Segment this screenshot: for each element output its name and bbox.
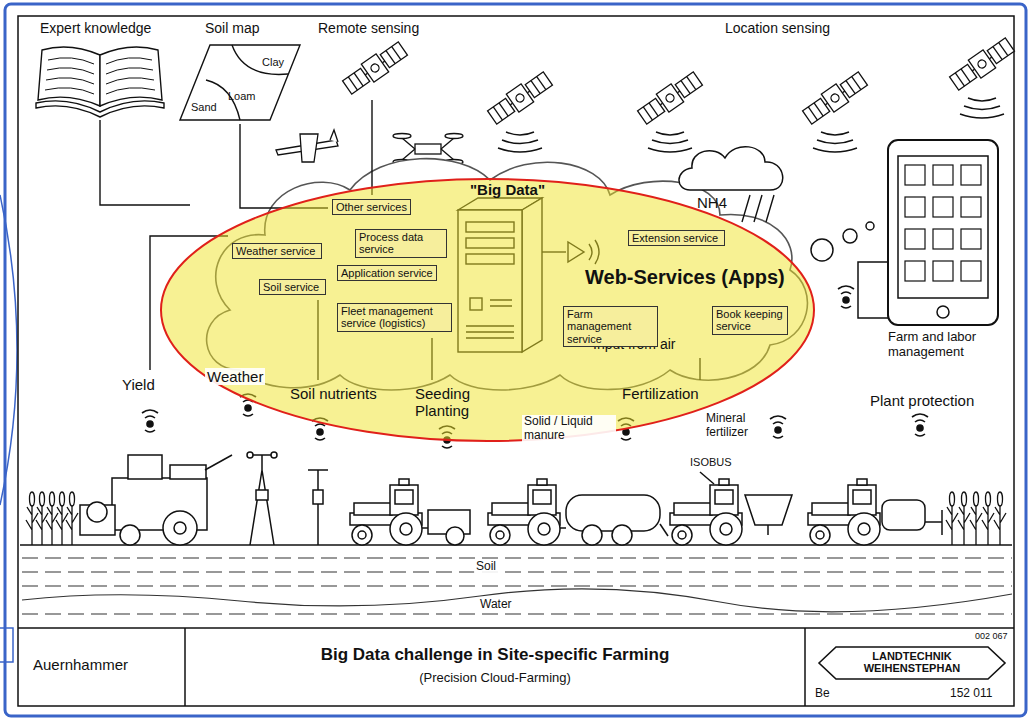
- service-label: Extension service: [632, 232, 721, 244]
- service-label: Book keeping service: [716, 308, 784, 333]
- source-label: Remote sensing: [318, 20, 419, 36]
- service-label: Other services: [336, 201, 407, 213]
- figure-title: Big Data challenge in Site-specific Farm…: [187, 645, 803, 665]
- map-region: Loam: [228, 90, 256, 103]
- logo-badge: LANDTECHNIK WEIHENSTEPHAN: [818, 646, 1006, 680]
- layer-label: Soil: [474, 560, 498, 574]
- service-label: Farm management service: [567, 308, 654, 345]
- cloud-title: "Big Data": [470, 181, 545, 198]
- map-region: Sand: [191, 101, 217, 114]
- source-label: Soil map: [205, 20, 259, 36]
- cloud-ellipse: "Big Data"Web-Services (Apps)Input from …: [160, 178, 815, 442]
- service-label: Weather service: [236, 245, 318, 257]
- service-box: Fleet management service (logistics): [337, 303, 452, 332]
- author-name: Auernhammer: [33, 656, 128, 673]
- figure-number: 152 011: [950, 687, 993, 701]
- data-label: Yield: [122, 376, 155, 393]
- data-label: Seeding Planting: [415, 385, 487, 420]
- service-box: Application service: [337, 265, 437, 281]
- service-label: Fleet management service (logistics): [341, 305, 448, 330]
- device-label: Farm and labor management: [888, 330, 1008, 360]
- data-label: Plant protection: [870, 392, 974, 409]
- service-label: Process data service: [359, 231, 443, 256]
- service-box: Book keeping service: [712, 306, 788, 335]
- service-label: Soil service: [263, 281, 322, 293]
- data-label: Fertilization: [622, 385, 699, 402]
- service-box: Process data service: [355, 229, 447, 258]
- service-label: Application service: [341, 267, 433, 279]
- implement-label: Solid / Liquid manure: [522, 415, 616, 443]
- data-label: Weather: [205, 368, 265, 385]
- map-region: Clay: [262, 56, 284, 69]
- service-box: Soil service: [259, 279, 326, 295]
- layer-label: Water: [478, 598, 514, 612]
- chem-label: NH4: [697, 194, 727, 211]
- cloud-heading: Web-Services (Apps): [585, 266, 785, 289]
- author-code: Be: [815, 687, 830, 701]
- source-label: Expert knowledge: [40, 20, 151, 36]
- service-box: Farm management service: [563, 306, 658, 347]
- implement-label: Mineral fertilizer: [706, 412, 768, 440]
- service-box: Weather service: [232, 243, 322, 259]
- logo-text: LANDTECHNIK WEIHENSTEPHAN: [857, 651, 967, 674]
- figure-caption: (Precision Cloud-Farming): [187, 671, 803, 686]
- figure-number: 002 067: [975, 631, 1008, 641]
- service-box: Other services: [332, 199, 411, 215]
- data-label: Soil nutrients: [290, 385, 377, 402]
- bus-label: ISOBUS: [690, 456, 732, 469]
- source-label: Location sensing: [725, 20, 830, 36]
- service-box: Extension service: [628, 230, 725, 246]
